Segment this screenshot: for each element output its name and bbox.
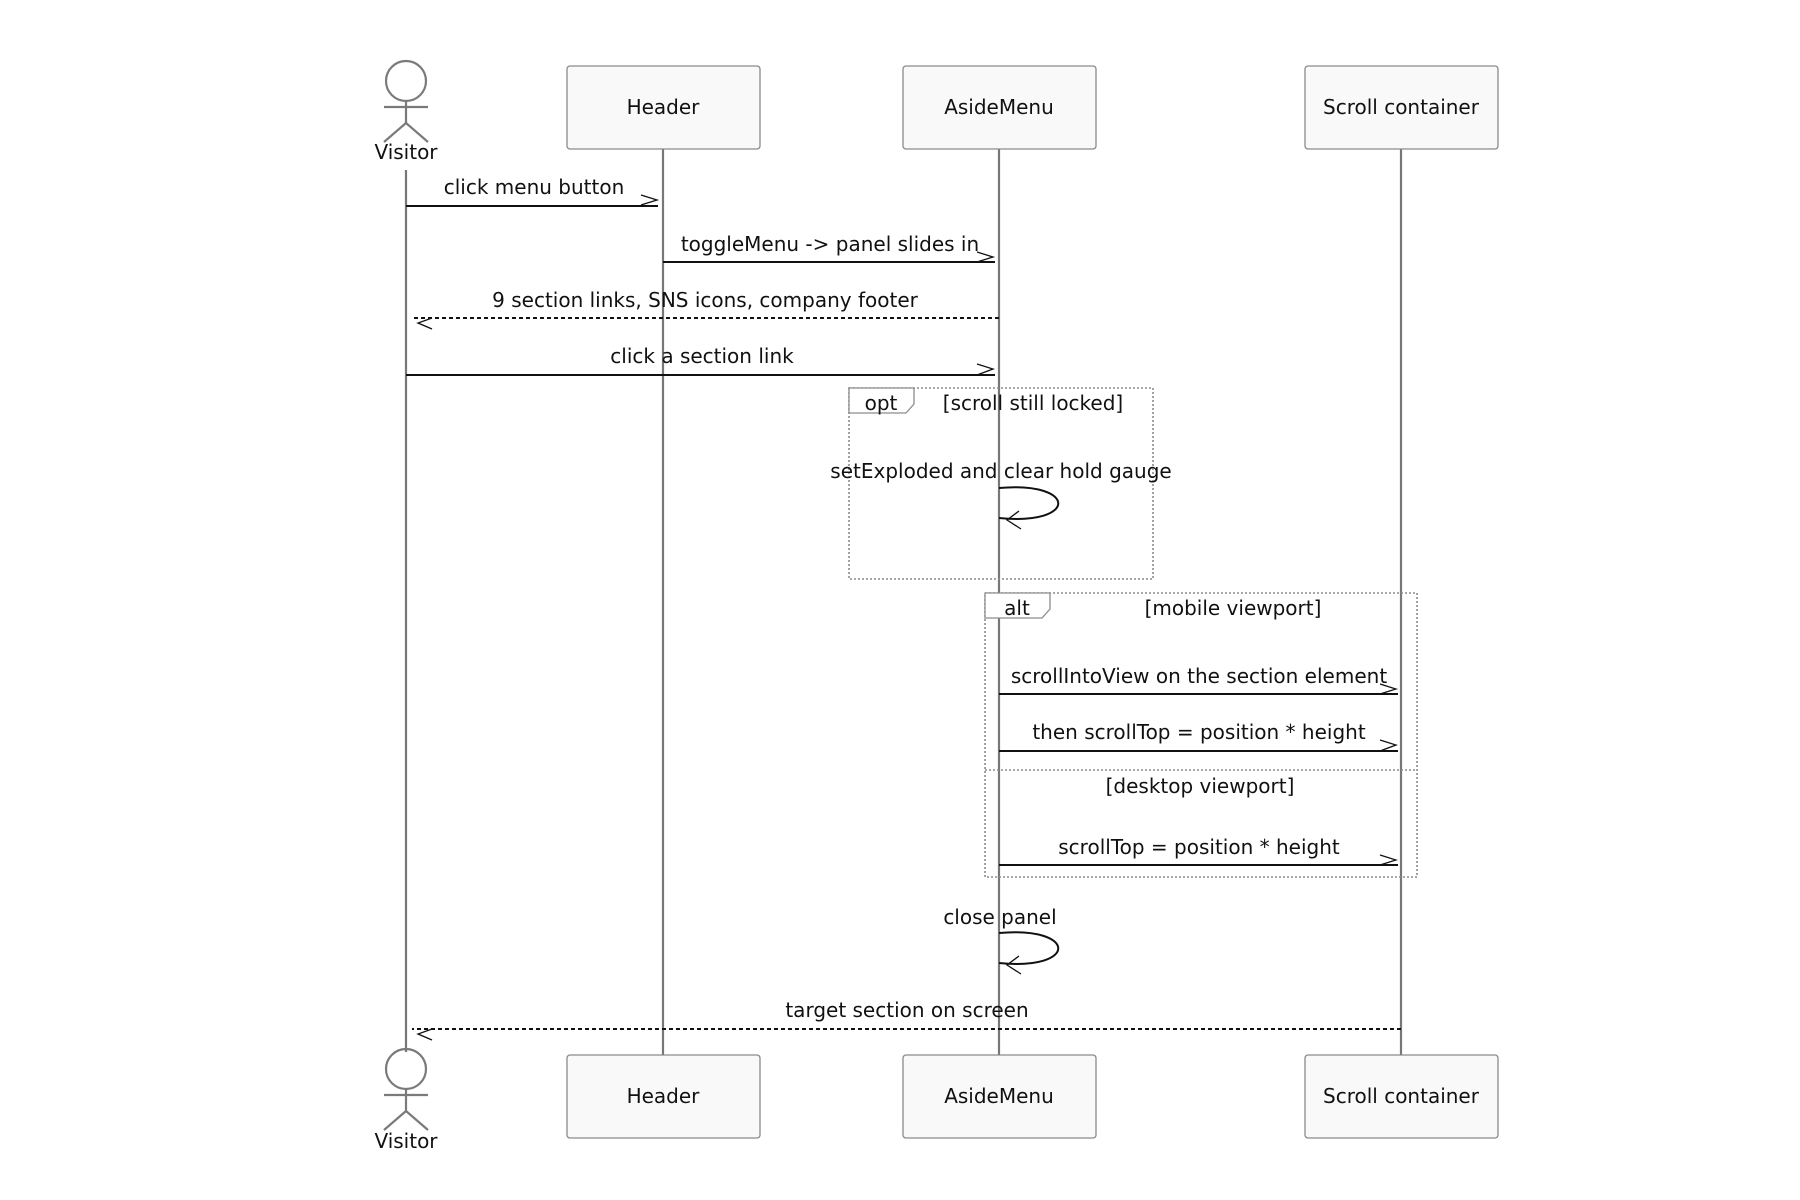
arrowhead-icon [416, 1028, 433, 1041]
arrowhead-icon [416, 317, 433, 330]
message-label: click menu button [444, 175, 625, 199]
fragment-else-condition: [desktop viewport] [1106, 774, 1295, 798]
message-label: scrollIntoView on the section element [1011, 664, 1387, 688]
actor-leg-left-icon [383, 1110, 407, 1131]
fragment-condition: [scroll still locked] [943, 391, 1123, 415]
message-label: then scrollTop = position * height [1032, 720, 1365, 744]
participant-label: AsideMenu [944, 95, 1054, 119]
participant-box [1304, 65, 1499, 150]
participant-scroll-container-bottom: Scroll container [1304, 1054, 1499, 1139]
participant-label: Visitor [374, 1129, 438, 1153]
message-label: scrollTop = position * height [1058, 835, 1340, 859]
message-toggle-menu: toggleMenu -> panel slides in [663, 232, 996, 263]
arrowhead-icon [1379, 854, 1399, 866]
participant-scroll-container-top: Scroll container [1304, 65, 1499, 150]
message-label: setExploded and clear hold gauge [830, 459, 1171, 483]
message-label: close panel [943, 905, 1056, 929]
actor-head-icon [384, 59, 428, 103]
participant-box [1304, 1054, 1499, 1139]
actor-visitor-bottom: Visitor [374, 1047, 438, 1153]
actor-head-icon [384, 1047, 428, 1091]
message-set-exploded: setExploded and clear hold gauge [830, 459, 1172, 530]
participant-label: AsideMenu [944, 1084, 1054, 1108]
message-then-scroll-top: then scrollTop = position * height [999, 720, 1399, 752]
self-message-loop [998, 931, 1059, 965]
message-label: click a section link [610, 344, 794, 368]
arrowhead-icon [1005, 510, 1022, 530]
message-target-section-return: target section on screen [412, 998, 1401, 1041]
participant-asidemenu-top: AsideMenu [902, 65, 1097, 150]
participant-box [902, 65, 1097, 150]
self-message-loop [998, 486, 1059, 520]
actor-visitor-top: Visitor [374, 59, 438, 164]
message-scroll-into-view: scrollIntoView on the section element [999, 664, 1399, 695]
message-scroll-top: scrollTop = position * height [999, 835, 1399, 866]
opt-fragment: opt [scroll still locked] setExploded an… [830, 387, 1172, 580]
fragment-condition: [mobile viewport] [1145, 596, 1322, 620]
participant-box [566, 1054, 761, 1139]
message-click-menu-button: click menu button [406, 175, 660, 207]
arrowhead-icon [640, 194, 660, 206]
arrowhead-icon [976, 363, 996, 376]
fragment-tab [984, 592, 1051, 619]
fragment-frame [984, 592, 1418, 878]
message-label: toggleMenu -> panel slides in [681, 232, 979, 256]
actor-leg-right-icon [405, 122, 429, 143]
fragment-keyword: alt [1004, 596, 1030, 620]
fragment-frame [848, 387, 1154, 580]
participant-label: Header [627, 95, 701, 119]
participants-bottom: Visitor Header AsideMenu Scroll containe… [374, 1047, 1499, 1153]
participant-label: Scroll container [1323, 1084, 1480, 1108]
participant-box [566, 65, 761, 150]
actor-leg-left-icon [383, 122, 407, 143]
participant-label: Visitor [374, 140, 438, 164]
participant-box [902, 1054, 1097, 1139]
message-close-panel: close panel [943, 905, 1059, 975]
participants-top: Visitor Header AsideMenu Scroll containe… [374, 59, 1499, 164]
message-section-links-return: 9 section links, SNS icons, company foot… [412, 288, 999, 330]
participant-asidemenu-bottom: AsideMenu [902, 1054, 1097, 1139]
arrowhead-icon [1005, 955, 1022, 975]
participant-label: Header [627, 1084, 701, 1108]
message-label: 9 section links, SNS icons, company foot… [492, 288, 918, 312]
message-click-section-link: click a section link [406, 344, 996, 376]
fragment-keyword: opt [865, 391, 898, 415]
arrowhead-icon [1379, 683, 1399, 695]
actor-leg-right-icon [405, 1110, 429, 1131]
arrowhead-icon [1379, 739, 1399, 752]
participant-header-top: Header [566, 65, 761, 150]
fragment-tab [848, 387, 915, 414]
participant-label: Scroll container [1323, 95, 1480, 119]
alt-fragment: alt [mobile viewport] scrollIntoView on … [984, 592, 1418, 878]
arrowhead-icon [976, 251, 996, 263]
message-label: target section on screen [785, 998, 1028, 1022]
participant-header-bottom: Header [566, 1054, 761, 1139]
